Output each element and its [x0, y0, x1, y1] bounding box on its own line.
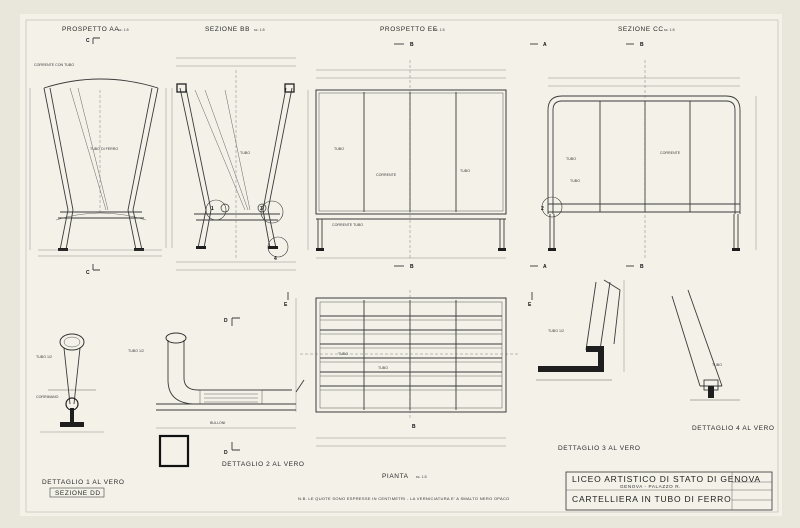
- detail-2: TUBO 1/2 BULLONI: [128, 332, 305, 468]
- scale-sezione-cc: sc. 1:5: [664, 28, 675, 32]
- svg-text:CORRENTE: CORRENTE: [376, 173, 397, 177]
- marker-e-left: E: [284, 302, 288, 308]
- svg-text:TUBO: TUBO: [712, 363, 722, 367]
- marker-d-bottom: D: [224, 450, 228, 456]
- view-prospetto-ee: TUBO CORRENTE TUBO CORRENTE TUBO: [307, 60, 507, 260]
- title-dettaglio-1: DETTAGLIO 1 AL VERO: [42, 479, 125, 486]
- svg-text:TUBO 1/2: TUBO 1/2: [548, 329, 564, 333]
- marker-b-cc-top: B: [640, 42, 644, 48]
- svg-text:CORRENTE CON TUBO: CORRENTE CON TUBO: [34, 63, 74, 67]
- callout-4: 4: [274, 256, 277, 262]
- marker-b-plan: B: [412, 424, 416, 430]
- marker-b-mid: B: [410, 264, 414, 270]
- svg-text:CORRENTE: CORRENTE: [660, 151, 681, 155]
- title-city: GENOVA - PALAZZO R.: [620, 484, 681, 489]
- paper-border: [25, 19, 779, 513]
- title-sezione-bb: SEZIONE BB: [205, 26, 250, 33]
- detail-1: TUBO 1/2 CORRIMANO: [36, 333, 104, 433]
- paper: [20, 14, 782, 516]
- marker-c-bottom: C: [86, 270, 90, 276]
- svg-text:BULLONI: BULLONI: [210, 421, 225, 425]
- marker-b-top: B: [410, 42, 414, 48]
- svg-text:TUBO: TUBO: [378, 366, 388, 370]
- scale-prospetto-ee: sc. 1:5: [434, 28, 445, 32]
- svg-text:TUBO: TUBO: [334, 147, 344, 151]
- title-prospetto-aa: PROSPETTO AA: [62, 26, 119, 33]
- marker-d-top: D: [224, 318, 228, 324]
- scale-sezione-bb: sc. 1:5: [254, 28, 265, 32]
- svg-text:TUBO: TUBO: [566, 157, 576, 161]
- svg-text:CORRENTE TUBO: CORRENTE TUBO: [332, 223, 363, 227]
- callout-1: 1: [211, 206, 214, 212]
- bottom-note: N.B. LE QUOTE SONO ESPRESSE IN CENTIMETR…: [298, 496, 510, 501]
- detail-3: TUBO 1/2: [536, 279, 625, 381]
- title-dettaglio-4: DETTAGLIO 4 AL VERO: [692, 425, 775, 432]
- scale-prospetto-aa: sc. 1:5: [118, 28, 129, 32]
- detail-4: TUBO: [671, 289, 740, 401]
- marker-b-cc-bottom: B: [640, 264, 644, 270]
- view-pianta: TUBO TUBO: [295, 290, 520, 447]
- view-prospetto-aa: CORRENTE CON TUBO TUBO DI FERRO: [29, 63, 162, 257]
- marker-a-top: A: [543, 42, 547, 48]
- callout-2: 2: [541, 206, 544, 212]
- svg-text:TUBO: TUBO: [460, 169, 470, 173]
- scale-pianta: sc. 1:5: [416, 475, 427, 479]
- svg-text:TUBO: TUBO: [338, 352, 348, 356]
- svg-text:TUBO 1/2: TUBO 1/2: [36, 355, 52, 359]
- svg-text:TUBO: TUBO: [570, 179, 580, 183]
- callout-3: 3: [260, 206, 263, 212]
- title-pianta: PIANTA: [382, 473, 409, 480]
- title-prospetto-ee: PROSPETTO EE: [380, 26, 438, 33]
- title-sezione-cc: SEZIONE CC: [618, 26, 664, 33]
- title-block: [565, 471, 773, 511]
- view-sezione-cc: TUBO TUBO CORRENTE: [541, 60, 757, 260]
- svg-text:TUBO 1/2: TUBO 1/2: [128, 349, 144, 353]
- title-dettaglio-2: DETTAGLIO 2 AL VERO: [222, 461, 305, 468]
- svg-text:TUBO DI FERRO: TUBO DI FERRO: [90, 147, 118, 151]
- svg-text:CORRIMANO: CORRIMANO: [36, 395, 59, 399]
- marker-c-top: C: [86, 38, 90, 44]
- title-sezione-dd: SEZIONE DD: [55, 490, 101, 497]
- title-dettaglio-3: DETTAGLIO 3 AL VERO: [558, 445, 641, 452]
- view-sezione-bb: TUBO: [165, 57, 296, 271]
- svg-text:TUBO: TUBO: [240, 151, 250, 155]
- marker-a-bottom: A: [543, 264, 547, 270]
- title-school: LICEO ARTISTICO DI STATO DI GENOVA: [572, 474, 761, 484]
- title-project: CARTELLIERA IN TUBO DI FERRO: [572, 494, 732, 504]
- marker-e-right: E: [528, 302, 532, 308]
